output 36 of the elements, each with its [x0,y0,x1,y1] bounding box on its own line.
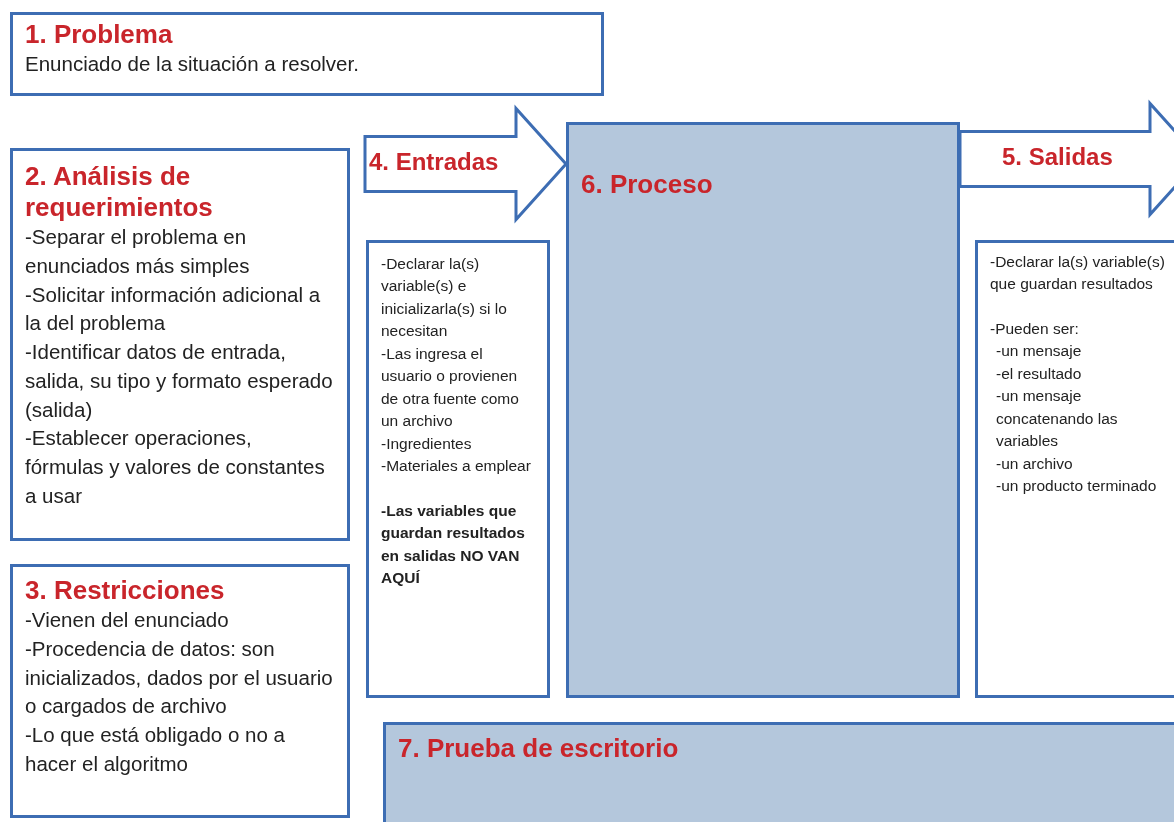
section-heading: 2. Análisis de requerimientos [25,161,214,224]
bullet-text: -Las variables que guardan resultados en salidas NO VAN AQUÍ [381,500,526,589]
section-heading: 3. Restricciones [25,575,226,607]
restrictions-box [10,564,350,818]
bullet-text: -Las ingresa el usuario o provienen de otra fuente como un archivo [381,343,520,432]
bullet-text: -Identificar datos de entrada, salida, su tipo y formato esperado (salida) [25,339,334,423]
edge-label: 5. Salidas [1002,143,1113,172]
block-arrow [363,104,568,224]
outputs-box [975,240,1174,698]
block-arrow [958,99,1174,219]
bullet-text: -Separar el problema en enunciados más simples [25,224,251,280]
bullet-text: -Establecer operaciones, fórmulas y valores de constantes a usar [25,425,326,509]
bullet-text: -Solicitar información adicional a la del problema [25,281,322,337]
desk-check-box [383,722,1174,822]
requirements-box [10,148,350,541]
section-heading: 6. Proceso [581,169,714,201]
process-box [566,122,960,698]
edge-label: 4. Entradas [369,148,499,177]
bullet-text: -Procedencia de datos: son inicializados, dados por el usuario o cargados de archivo [25,635,334,720]
bullet-text: -Pueden ser: [990,318,1080,339]
bullet-text: -Materiales a emplear [381,456,532,477]
inputs-box [366,240,550,698]
problem-box [10,12,604,96]
bullet-text: -un archivo [995,453,1074,474]
bullet-text: -el resultado [995,363,1083,384]
bullet-text: -Declarar la(s) variable(s) que guardan resultados [990,252,1166,295]
bullet-text: -un mensaje concatenando las variables [995,386,1119,452]
bullet-text: -Declarar la(s) variable(s) e inicializarla(s) si lo necesitan [381,254,508,342]
bullet-text: -un producto terminado [995,476,1158,497]
section-heading: 7. Prueba de escritorio [398,733,680,765]
bullet-text: -Ingredientes [381,433,473,454]
bullet-text: -un mensaje [995,341,1083,362]
section-heading: 1. Problema [25,19,174,51]
bullet-text: Enunciado de la situación a resolver. [25,51,360,78]
bullet-text: -Lo que está obligado o no a hacer el algoritmo [25,721,286,777]
bullet-text: -Vienen del enunciado [25,607,230,634]
